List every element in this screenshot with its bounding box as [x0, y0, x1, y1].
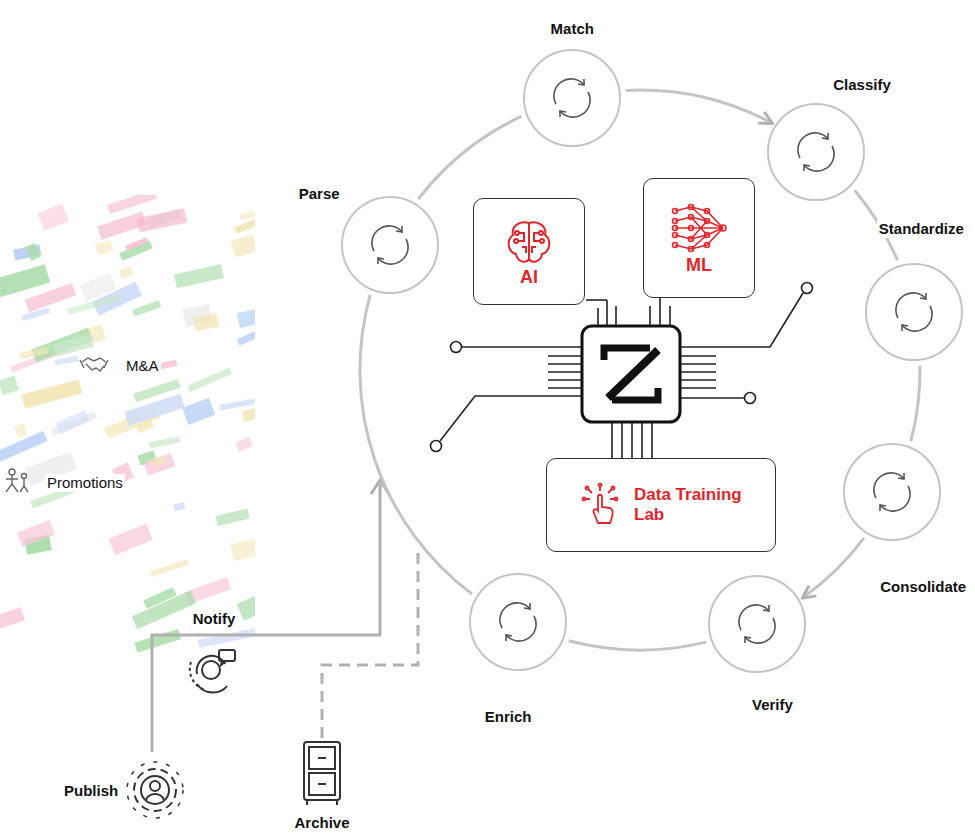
- confetti-piece: [21, 380, 82, 409]
- confetti-piece: [182, 398, 215, 425]
- box-label: AI: [520, 267, 538, 287]
- confetti-piece: [17, 520, 55, 547]
- confetti-piece: [237, 308, 255, 328]
- tech-box: ML: [643, 178, 755, 298]
- confetti-piece: [187, 367, 232, 392]
- cycle-connector: [569, 641, 706, 650]
- step-label: Standardize: [877, 220, 966, 238]
- handshake-icon: [80, 358, 108, 371]
- confetti-piece: [55, 356, 79, 366]
- node-circle: [766, 102, 866, 202]
- confetti-piece: [150, 559, 190, 577]
- confetti-piece: [53, 334, 94, 357]
- confetti-piece: [0, 431, 47, 462]
- confetti-piece: [193, 313, 219, 331]
- confetti-piece: [109, 524, 153, 555]
- confetti-piece: [144, 453, 176, 476]
- confetti-piece: [237, 592, 256, 621]
- step-label: Consolidate: [878, 578, 968, 596]
- confetti-piece: [107, 195, 157, 214]
- confetti-piece: [234, 204, 255, 234]
- confetti-piece: [0, 264, 50, 298]
- cycle-connector: [360, 295, 472, 594]
- confetti-piece: [149, 436, 181, 448]
- confetti-piece: [25, 243, 41, 262]
- confetti-piece: [134, 629, 181, 653]
- process-circle: Enrich: [468, 572, 568, 672]
- flow-label: Notify: [191, 610, 238, 628]
- process-circle: Consolidate: [842, 442, 942, 542]
- process-circle: Match: [522, 48, 622, 148]
- box-label: Data Training Lab: [634, 485, 742, 525]
- step-label: Verify: [750, 696, 795, 714]
- box-label: ML: [686, 255, 712, 275]
- process-circle: Verify: [707, 574, 807, 674]
- step-label: Classify: [831, 76, 893, 94]
- z-logo: [604, 348, 658, 400]
- process-circle: Standardize: [864, 262, 964, 362]
- confetti-piece: [173, 502, 185, 511]
- flow-label: Promotions: [45, 474, 125, 492]
- confetti-piece: [0, 607, 25, 629]
- flow-label: Archive: [292, 814, 351, 832]
- node-circle: [340, 195, 440, 295]
- process-circle: Classify: [766, 102, 866, 202]
- flow-label: Publish: [62, 782, 120, 800]
- node-circle: [842, 442, 942, 542]
- confetti-piece: [231, 234, 255, 257]
- tech-box: Data Training Lab: [546, 458, 776, 552]
- step-label: Enrich: [483, 708, 534, 726]
- cycle-connector: [626, 90, 772, 123]
- flow-line: [152, 484, 380, 752]
- publish-icon: [127, 762, 183, 818]
- process-circle: Parse: [340, 195, 440, 295]
- step-label: Match: [549, 20, 596, 38]
- cycle-connector: [911, 365, 920, 441]
- confetti-piece: [95, 240, 113, 255]
- confetti-piece: [219, 396, 255, 410]
- confetti-piece: [198, 628, 255, 648]
- flow-label: M&A: [124, 357, 161, 375]
- confetti-piece: [132, 591, 197, 630]
- promotion-icon: [6, 469, 28, 492]
- confetti-piece: [235, 437, 253, 452]
- cycle-connector: [418, 116, 521, 199]
- node-circle: [522, 48, 622, 148]
- confetti-piece: [216, 508, 250, 526]
- archive-icon: [304, 742, 340, 805]
- chip: [582, 326, 680, 422]
- confetti-piece: [22, 307, 50, 321]
- node-circle: [468, 572, 568, 672]
- tech-box: AI: [473, 198, 585, 305]
- brain-icon: [502, 217, 556, 267]
- node-circle: [864, 262, 964, 362]
- node-circle: [707, 574, 807, 674]
- neural-net-icon: [667, 201, 731, 255]
- confetti-piece: [19, 347, 48, 359]
- confetti-piece: [125, 237, 148, 250]
- confetti-piece: [240, 205, 256, 220]
- confetti-piece: [149, 454, 167, 467]
- confetti-piece: [55, 410, 89, 434]
- confetti: [0, 195, 255, 653]
- notify-icon: [190, 650, 235, 693]
- confetti-piece: [80, 273, 117, 302]
- cycle-connector: [804, 538, 865, 597]
- hand-icon: [580, 483, 624, 527]
- circuit-traces: [431, 283, 813, 459]
- dashed-flow-line: [322, 548, 418, 738]
- confetti-piece: [174, 264, 224, 288]
- confetti-piece: [132, 300, 161, 316]
- confetti-piece: [124, 394, 185, 426]
- step-label: Parse: [297, 185, 342, 203]
- confetti-piece: [31, 328, 93, 362]
- confetti-piece: [118, 266, 133, 279]
- confetti-piece: [0, 376, 19, 395]
- confetti-piece: [38, 204, 69, 231]
- confetti-piece: [230, 537, 255, 561]
- confetti-piece: [14, 423, 27, 437]
- confetti-piece: [137, 208, 188, 232]
